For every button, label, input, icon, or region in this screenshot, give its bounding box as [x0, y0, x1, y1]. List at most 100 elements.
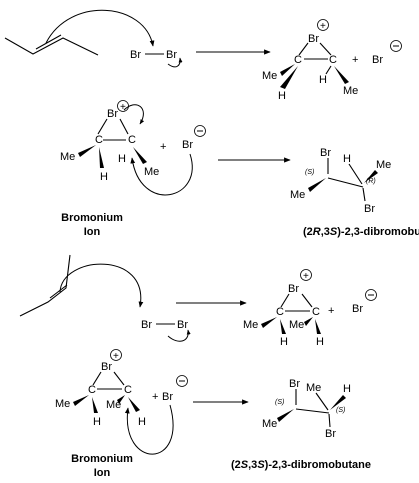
product-2S3S: Br (S) Me Me H (S) Br [262, 378, 351, 440]
stereo-label: (R) [366, 178, 376, 185]
positive-charge-icon [317, 19, 329, 31]
bromonium-ion-caption-1: Bromonium Ion [61, 212, 123, 238]
plus-sign: + [352, 54, 358, 66]
bromonium-ion-1: Br + C C Me H H Me [262, 19, 358, 102]
h-label: H [93, 416, 101, 428]
bromonium-ion-caption-2: Bromonium Ion [71, 453, 133, 479]
br-atom: Br [107, 108, 118, 120]
stereo-label: (S) [305, 169, 314, 176]
curved-arrow-alkene-attack [45, 9, 155, 47]
h-label: H [138, 416, 146, 428]
br-atom: Br [177, 319, 188, 331]
caption-line: Ion [84, 226, 101, 238]
product-name-2R3S: (2R,3S)-2,3-dibromobutane [303, 226, 419, 238]
plus-sign: + [160, 141, 166, 153]
h-label: H [343, 383, 351, 395]
methyl-label: Me [376, 159, 391, 171]
h-label: H [278, 90, 286, 102]
bromine-molecule-1: Br Br [130, 49, 177, 61]
hashed-wedge [304, 317, 313, 326]
positive-charge-icon [300, 269, 312, 281]
bromide-ion-4: Br [162, 375, 188, 403]
stereo-label: (S) [336, 407, 345, 414]
br-atom: Br [289, 378, 300, 390]
product-2R3S: Br (S) Me H Me (R) Br [290, 147, 391, 215]
plus-sign: + [303, 271, 309, 282]
wedge-bond [92, 397, 98, 413]
curved-arrow-alkene-attack-2 [59, 263, 144, 308]
plus-sign: + [320, 21, 326, 32]
hashed-wedge [261, 317, 277, 328]
plus-sign: + [328, 305, 334, 317]
bromide-ion-3: Br [352, 289, 377, 315]
methyl-label: Me [343, 85, 358, 97]
c-atom: C [128, 134, 136, 146]
br-atom: Br [288, 283, 299, 295]
wedge-bond [280, 66, 298, 89]
h-label: H [118, 153, 126, 165]
h-label: H [280, 336, 288, 348]
hashed-wedge [73, 395, 89, 406]
bromide-ion-1: Br [372, 40, 402, 66]
br-atom: Br [372, 54, 383, 66]
c-atom: C [88, 384, 96, 396]
c-atom: C [294, 54, 302, 66]
br-atom: Br [101, 361, 112, 373]
br-atom: Br [352, 303, 363, 315]
wedge-bond [128, 397, 140, 412]
br-atom: Br [130, 49, 141, 61]
h-label: H [316, 336, 324, 348]
wedge-bond [280, 319, 286, 334]
c2-c3-bond [327, 177, 364, 188]
methyl-label: Me [306, 382, 321, 394]
br-atom: Br [141, 319, 152, 331]
bromonium-ion-4: Br + C C Me H Me H [55, 349, 146, 428]
methyl-label: Me [289, 319, 304, 331]
wedge-bond [133, 147, 147, 164]
wedge-bond [315, 319, 321, 334]
methyl-label: Me [290, 189, 305, 201]
wedge-bond [99, 147, 104, 168]
bromide-ion-2: Br [182, 125, 206, 151]
curved-arrow-bromonium [123, 104, 145, 125]
methyl-label: Me [262, 70, 277, 82]
trans-2-butene [4, 34, 99, 56]
bromine-molecule-2: Br Br [141, 319, 188, 331]
caption-line: Ion [94, 467, 111, 479]
c-atom: C [95, 134, 103, 146]
br-atom: Br [182, 139, 193, 151]
br-atom: Br [308, 33, 319, 45]
br-atom: Br [320, 147, 331, 159]
curved-arrow-br-br-cleavage-2 [167, 329, 191, 342]
bromonium-ion-2: Br + C C Me H H Me [60, 100, 159, 183]
curved-arrow-bromide-attack-1 [130, 153, 193, 196]
plus-sign: + [120, 102, 126, 113]
negative-charge-icon [390, 40, 402, 52]
methyl-label: Me [144, 166, 159, 178]
caption-line: Bromonium [61, 212, 123, 224]
product-name-2S3S: (2S,3S)-2,3-dibromobutane [231, 459, 371, 471]
methyl-label: Me [262, 418, 277, 430]
c-atom: C [329, 54, 337, 66]
br-atom: Br [166, 49, 177, 61]
c2-c3-bond [295, 408, 330, 414]
br-atom: Br [364, 203, 375, 215]
wedge-bond [330, 395, 346, 410]
curved-arrow-bromide-attack-2 [124, 404, 174, 455]
c-atom: C [312, 306, 320, 318]
br-atom: Br [162, 391, 173, 403]
positive-charge-icon [110, 349, 122, 361]
hashed-wedge [117, 395, 125, 404]
methyl-label: Me [55, 398, 70, 410]
negative-charge-icon [365, 289, 377, 301]
negative-charge-icon [176, 375, 188, 387]
caption-line: Bromonium [71, 453, 133, 465]
curved-arrow-br-br-cleavage [167, 57, 183, 68]
br-atom: Br [325, 428, 336, 440]
c-atom: C [276, 306, 284, 318]
plus-sign: + [152, 391, 158, 403]
hashed-wedge [280, 64, 295, 76]
hashed-wedge [78, 145, 96, 157]
negative-charge-icon [194, 125, 206, 137]
